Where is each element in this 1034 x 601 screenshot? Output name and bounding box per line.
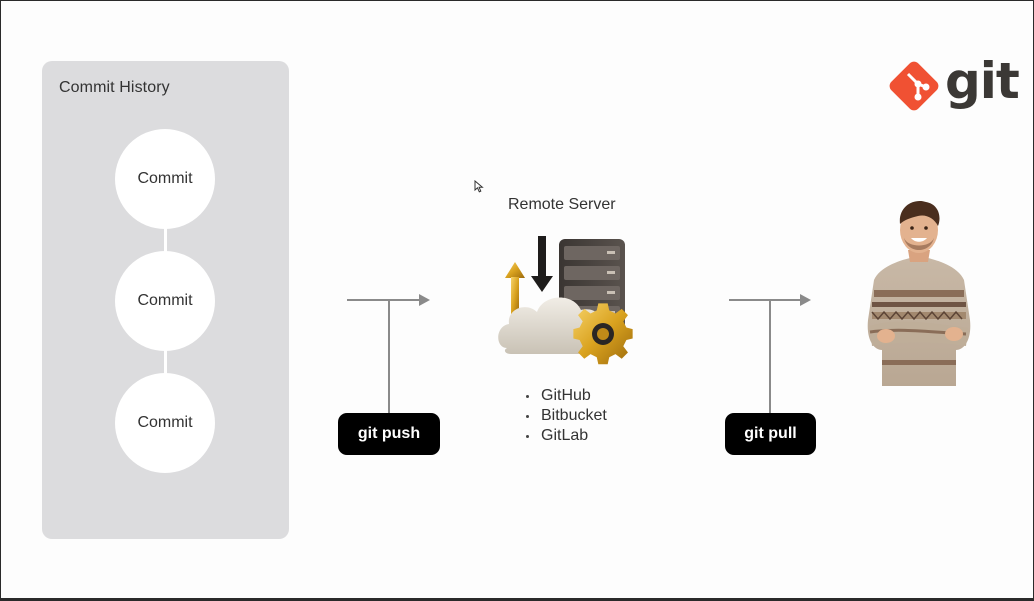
host-item: GitHub — [523, 386, 607, 406]
host-label: GitHub — [541, 387, 591, 404]
push-arrow-stem — [388, 300, 390, 413]
host-label: Bitbucket — [541, 407, 607, 424]
commit-node: Commit — [115, 373, 215, 473]
host-item: GitLab — [523, 426, 607, 446]
bullet — [526, 395, 529, 398]
cloud-server-icon — [497, 234, 637, 371]
remote-hosts-list: GitHub Bitbucket GitLab — [523, 386, 607, 446]
host-label: GitLab — [541, 427, 589, 444]
pull-arrow-head — [800, 294, 811, 306]
push-arrow-head — [419, 294, 430, 306]
pull-arrow-stem — [769, 300, 771, 413]
commit-node: Commit — [115, 129, 215, 229]
pull-arrow — [729, 299, 801, 301]
developer-avatar — [860, 200, 978, 395]
remote-server-title: Remote Server — [508, 196, 616, 213]
bullet — [526, 415, 529, 418]
git-logo-word: git — [945, 52, 1020, 110]
commit-connector — [164, 350, 167, 374]
commit-connector — [164, 228, 167, 252]
bullet — [526, 435, 529, 438]
mouse-cursor-icon — [474, 179, 484, 198]
host-item: Bitbucket — [523, 406, 607, 426]
push-arrow — [347, 299, 420, 301]
commit-history-title: Commit History — [59, 79, 170, 96]
git-push-label: git push — [338, 413, 440, 455]
commit-node: Commit — [115, 251, 215, 351]
git-logo-icon — [888, 60, 940, 117]
git-pull-label: git pull — [725, 413, 816, 455]
